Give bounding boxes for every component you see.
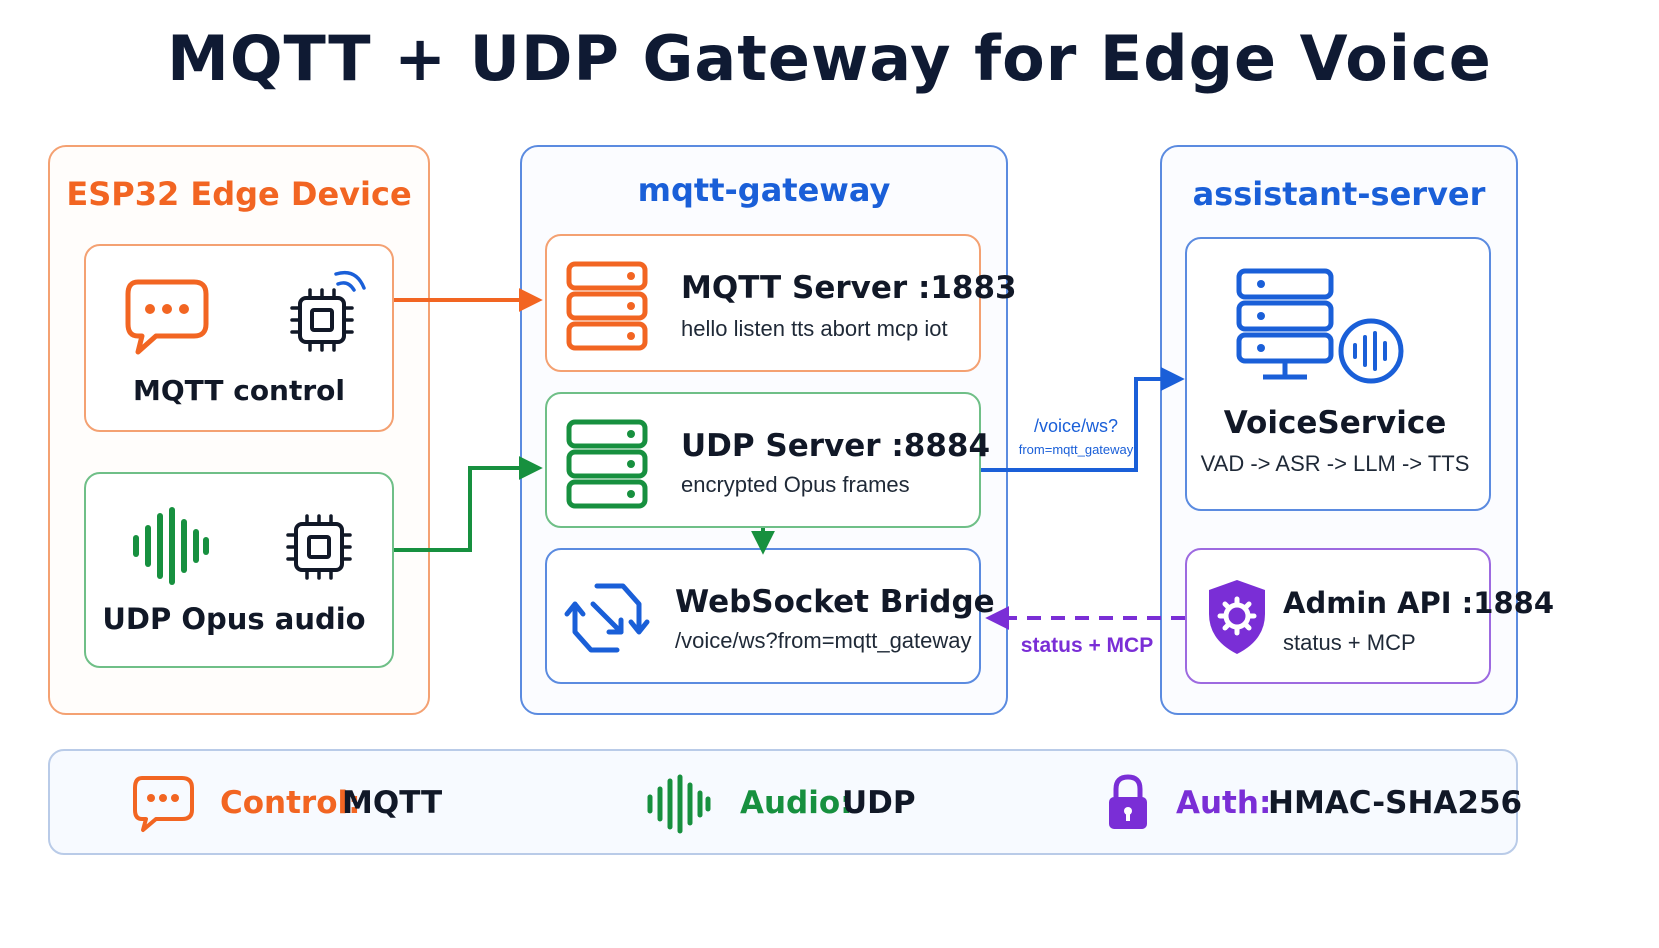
chat-bubble-icon [133,776,194,832]
ws-edge-label-line1: /voice/ws? [1033,416,1119,436]
admin-edge-label: status + MCP [1020,634,1154,657]
udp-server-name: UDP Server :8884 [681,428,991,464]
legend-control-key: Control: [220,785,361,821]
voice-service-desc: VAD -> ASR -> LLM -> TTS [1200,451,1470,476]
diagram-title: MQTT + UDP Gateway for Edge Voice [167,22,1492,95]
admin-api-name: Admin API :1884 [1283,586,1554,620]
chip-wireless-icon [290,270,366,352]
server-stack-icon [566,419,648,509]
udp-audio-card: UDP Opus audio [84,472,394,668]
mqtt-server-name: MQTT Server :1883 [681,270,1017,306]
ws-edge-label-line2: from=mqtt_gateway [1018,442,1134,457]
server-group-title: assistant-server [1192,175,1486,213]
websocket-bridge-name: WebSocket Bridge [675,584,995,620]
server-microphone-icon [1236,268,1404,384]
waveform-icon [647,774,711,834]
gateway-group-title: mqtt-gateway [637,171,891,209]
admin-api-desc: status + MCP [1283,630,1416,655]
admin-api-card: Admin API :1884 status + MCP [1185,548,1554,684]
legend-audio-key: Audio: [740,785,853,821]
shield-gear-icon [1209,580,1265,654]
voice-service-card: VoiceService VAD -> ASR -> LLM -> TTS [1185,237,1491,511]
websocket-bridge-desc: /voice/ws?from=mqtt_gateway [675,628,972,653]
legend-bar: Control: MQTT Audio: UDP Auth: HMAC-SHA2… [48,749,1522,855]
mqtt-control-label: MQTT control [132,374,346,407]
udp-audio-label: UDP Opus audio [102,602,366,636]
server-stack-icon [566,261,648,351]
chip-icon [286,514,352,580]
sync-arrows-icon [564,583,650,653]
udp-server-desc: encrypted Opus frames [681,472,910,497]
legend-audio-value: UDP [842,785,916,821]
waveform-icon [133,507,209,585]
udp-server-card: UDP Server :8884 encrypted Opus frames [545,392,990,528]
legend-control-value: MQTT [342,785,443,821]
legend-auth-key: Auth: [1176,785,1272,821]
websocket-bridge-card: WebSocket Bridge /voice/ws?from=mqtt_gat… [545,548,995,684]
mqtt-server-desc: hello listen tts abort mcp iot [681,316,948,341]
mqtt-control-card: MQTT control [84,244,394,432]
device-group-title: ESP32 Edge Device [66,175,412,213]
voice-service-name: VoiceService [1223,405,1447,441]
chat-bubble-icon [125,279,209,355]
mqtt-server-card: MQTT Server :1883 hello listen tts abort… [545,234,1017,372]
legend-auth-value: HMAC-SHA256 [1268,785,1523,821]
lock-icon [1109,774,1147,829]
